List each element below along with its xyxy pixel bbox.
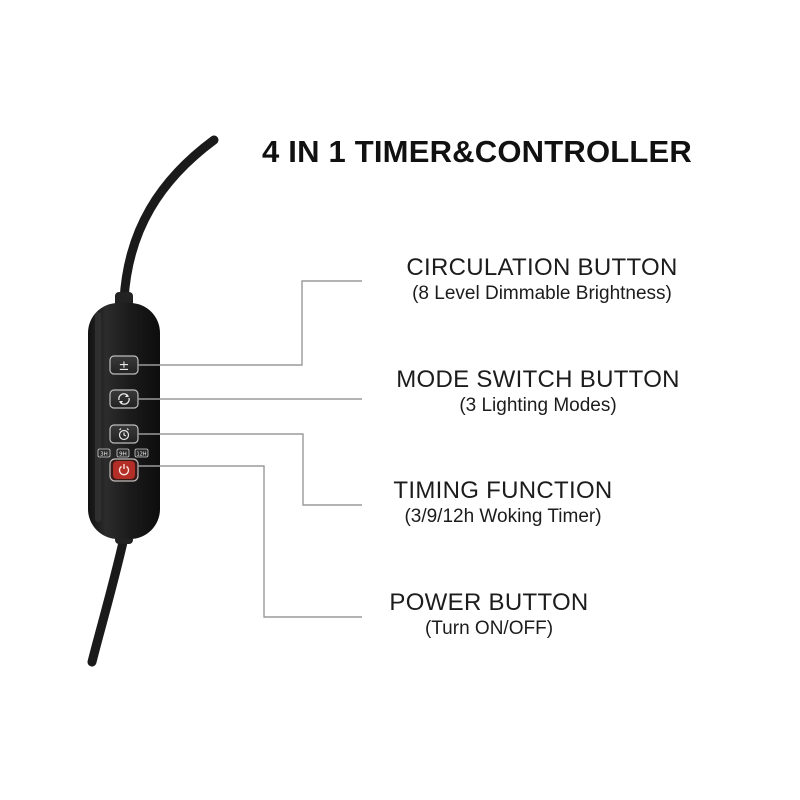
callout-power-title: POWER BUTTON (389, 589, 589, 616)
leader-lines (138, 280, 362, 618)
mode-switch-button-shape (109, 389, 139, 409)
callout-power: POWER BUTTON (Turn ON/OFF) (362, 589, 616, 641)
timer-indicators: 3H 9H 12H (97, 448, 149, 458)
callout-mode-switch: MODE SWITCH BUTTON (3 Lighting Modes) (362, 366, 714, 418)
callout-mode-switch-title: MODE SWITCH BUTTON (396, 366, 680, 393)
page-title: 4 IN 1 TIMER&CONTROLLER (262, 134, 693, 169)
callout-timing-desc: (3/9/12h Woking Timer) (404, 506, 602, 527)
cycle-arrows-icon (118, 393, 130, 405)
timer-indicator-12h: 12H (136, 452, 146, 458)
power-button-shape (109, 458, 139, 482)
alarm-clock-icon (118, 428, 130, 441)
leader-line-circulation (138, 280, 362, 366)
timer-indicator-3h: 3H (100, 452, 108, 458)
cable-upper (119, 135, 219, 305)
callout-power-desc: (Turn ON/OFF) (424, 618, 554, 639)
timer-button-shape (109, 424, 139, 444)
callout-timing: TIMING FUNCTION (3/9/12h Woking Timer) (362, 477, 644, 529)
callout-circulation-title: CIRCULATION BUTTON (406, 254, 678, 281)
callout-timing-title: TIMING FUNCTION (393, 477, 613, 504)
leader-line-timing (138, 433, 362, 506)
controller-highlight (95, 312, 101, 522)
power-icon (118, 464, 130, 476)
callout-circulation-desc: (8 Level Dimmable Brightness) (412, 283, 672, 304)
circulation-button-shape: ± (109, 355, 139, 375)
callout-mode-switch-desc: (3 Lighting Modes) (459, 395, 617, 416)
controller-body (88, 303, 160, 539)
leader-line-power (138, 465, 362, 618)
callout-circulation: CIRCULATION BUTTON (8 Level Dimmable Bri… (362, 254, 722, 306)
plus-minus-icon: ± (119, 359, 130, 374)
timer-indicator-9h: 9H (119, 452, 127, 458)
cable-lower (87, 533, 129, 667)
